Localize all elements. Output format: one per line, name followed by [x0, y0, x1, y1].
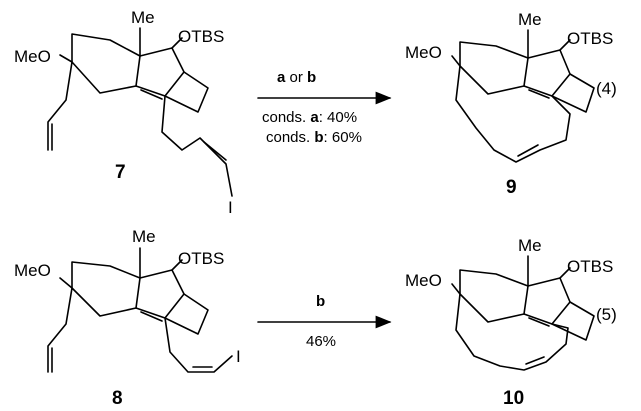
otbs-label: OTBS — [567, 257, 613, 276]
compound-7-structure — [47, 27, 233, 197]
methyl-label: Me — [132, 227, 156, 246]
arrow-4-reagents: a or b — [277, 69, 316, 86]
compound-label-10: 10 — [503, 388, 524, 409]
meo-label: MeO — [405, 43, 442, 62]
iodine-label: I — [236, 347, 241, 366]
otbs-label: OTBS — [178, 249, 224, 268]
conditions-b: conds. b: 60% — [266, 129, 362, 146]
equation-number-4: (4) — [596, 79, 617, 98]
compound-label-8: 8 — [112, 388, 123, 409]
methyl-label: Me — [518, 236, 542, 255]
meo-label: MeO — [14, 47, 51, 66]
methyl-label: Me — [131, 8, 155, 27]
arrow-5-yield: 46% — [306, 333, 336, 350]
compound-8-structure — [47, 247, 233, 373]
conditions-a: conds. a: 40% — [262, 109, 357, 126]
methyl-label: Me — [518, 10, 542, 29]
compound-10-structure — [451, 255, 595, 371]
meo-label: MeO — [405, 271, 442, 290]
compound-label-9: 9 — [506, 177, 517, 198]
otbs-label: OTBS — [178, 27, 224, 46]
compound-9-structure — [451, 29, 595, 163]
arrow-5-reagent: b — [316, 293, 325, 310]
iodine-label: I — [228, 198, 233, 217]
otbs-label: OTBS — [567, 29, 613, 48]
compound-label-7: 7 — [115, 162, 126, 183]
equation-number-5: (5) — [596, 305, 617, 324]
meo-label: MeO — [14, 261, 51, 280]
